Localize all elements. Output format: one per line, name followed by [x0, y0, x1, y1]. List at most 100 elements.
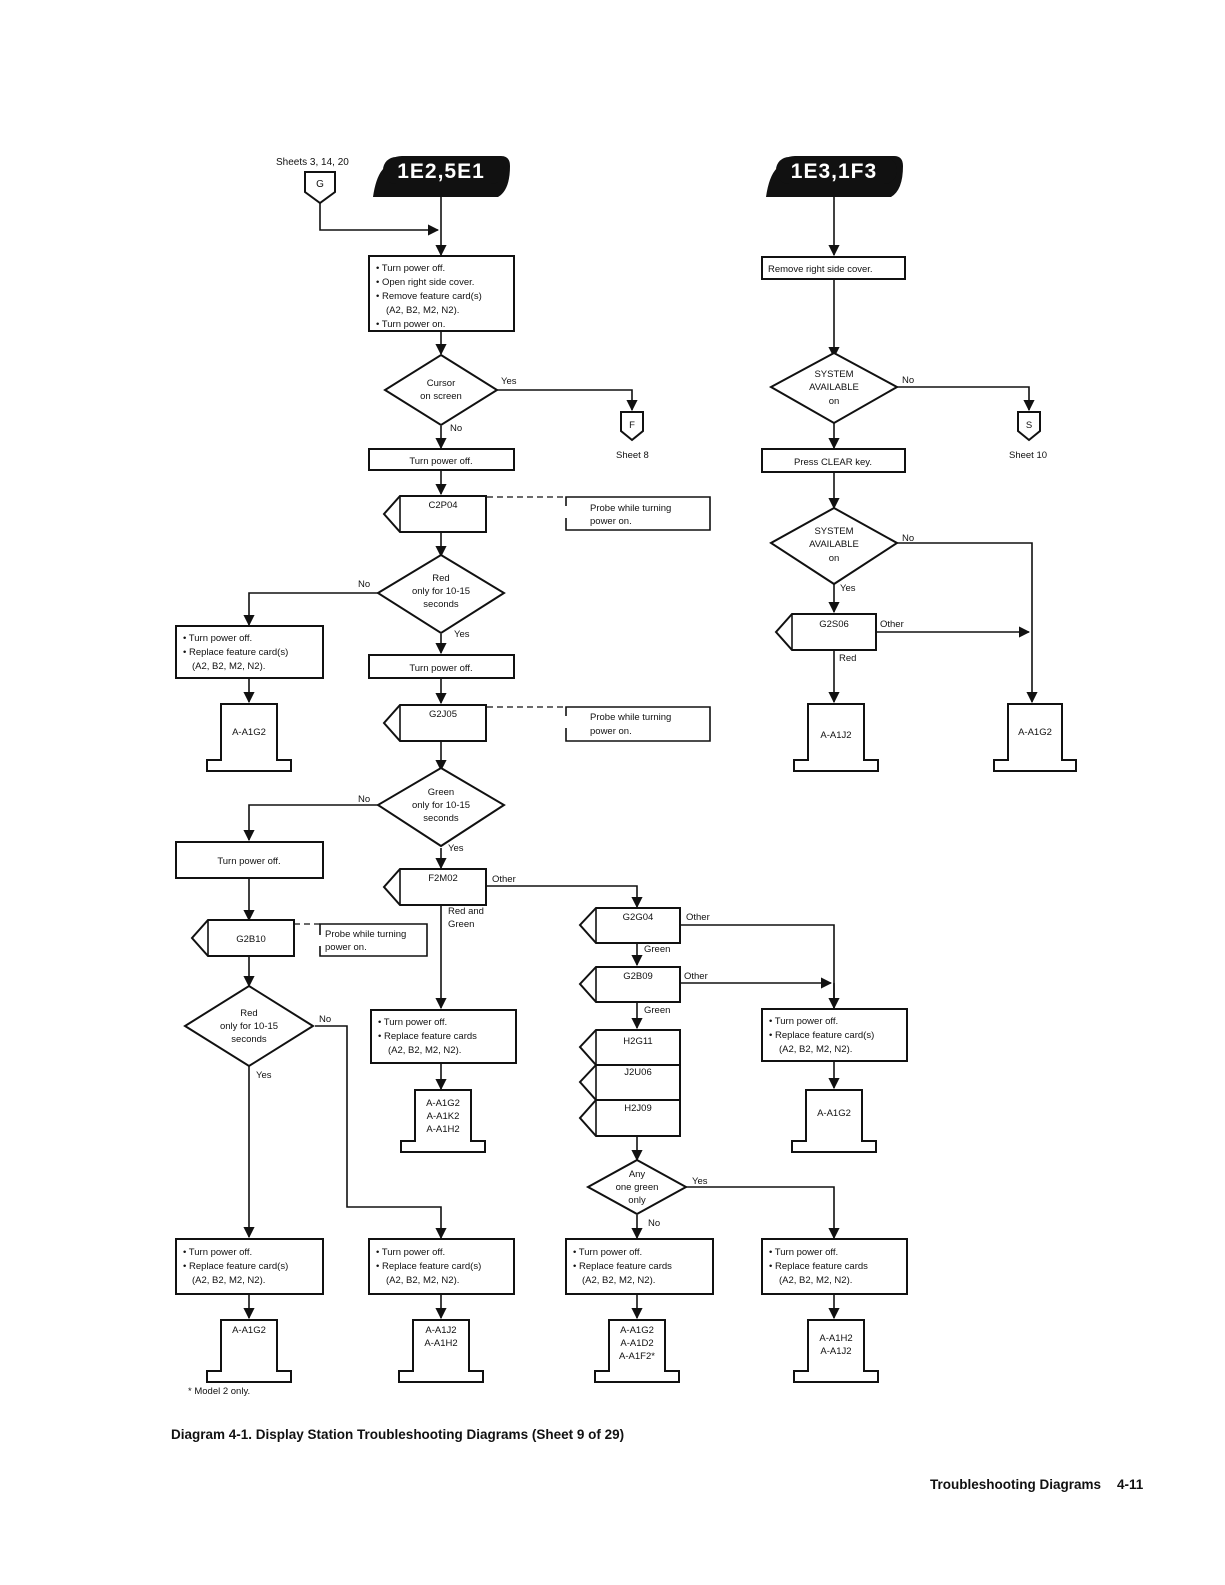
probe-f2m02: F2M02: [382, 868, 487, 906]
svg-text:A-A1H2: A-A1H2: [819, 1333, 852, 1344]
svg-text:Green: Green: [644, 944, 670, 955]
svg-text:on screen: on screen: [420, 391, 462, 402]
step-press-clear: Press CLEAR key.: [761, 448, 906, 473]
probe-g2b10: G2B10: [190, 919, 295, 957]
svg-text:No: No: [319, 1014, 331, 1025]
svg-text:G2G04: G2G04: [623, 912, 654, 923]
svg-text:H2G11: H2G11: [623, 1036, 652, 1047]
svg-text:Green: Green: [428, 787, 454, 798]
svg-text:A-A1G2: A-A1G2: [817, 1108, 851, 1119]
svg-text:(A2, B2, M2, N2).: (A2, B2, M2, N2).: [386, 1275, 459, 1286]
svg-text:• Turn power off.: • Turn power off.: [378, 1017, 447, 1028]
svg-text:(A2, B2, M2, N2).: (A2, B2, M2, N2).: [582, 1275, 655, 1286]
svg-text:A-A1H2: A-A1H2: [424, 1338, 457, 1349]
step-power-off-2: Turn power off.: [368, 654, 515, 679]
svg-text:A-A1J2: A-A1J2: [820, 730, 851, 741]
decision-any-green: Any one green only: [585, 1158, 689, 1216]
offpage-connector-g: G: [304, 171, 336, 205]
svg-text:• Replace feature cards: • Replace feature cards: [573, 1261, 672, 1272]
svg-text:only for 10-15: only for 10-15: [220, 1021, 278, 1032]
svg-text:AVAILABLE: AVAILABLE: [809, 382, 859, 393]
svg-text:(A2, B2, M2, N2).: (A2, B2, M2, N2).: [192, 1275, 265, 1286]
decision-system-1: SYSTEM AVAILABLE on: [768, 351, 900, 425]
step-replace-g: • Turn power off. • Replace feature card…: [761, 1238, 908, 1295]
svg-text:J2U06: J2U06: [624, 1067, 651, 1078]
svg-text:Other: Other: [686, 912, 710, 923]
svg-text:• Turn power off.: • Turn power off.: [769, 1247, 838, 1258]
svg-text:power on.: power on.: [590, 726, 632, 737]
svg-text:one green: one green: [616, 1182, 659, 1193]
card-5: A-A1J2 A-A1H2: [398, 1319, 484, 1383]
sheet-ref-8: Sheet 8: [616, 450, 649, 461]
svg-text:seconds: seconds: [231, 1034, 267, 1045]
probe-note-1: Probe while turning power on.: [565, 496, 711, 531]
terminal-left: 1E2,5E1: [373, 156, 510, 197]
svg-text:G2B10: G2B10: [236, 934, 266, 945]
probe-g2s06: G2S06: [774, 613, 877, 651]
svg-text:Yes: Yes: [501, 376, 517, 387]
svg-text:SYSTEM: SYSTEM: [814, 369, 853, 380]
card-1: A-A1G2: [206, 703, 292, 772]
svg-text:1E3,1F3: 1E3,1F3: [791, 160, 877, 183]
svg-text:• Turn power off.: • Turn power off.: [183, 1247, 252, 1258]
svg-text:A-A1H2: A-A1H2: [426, 1124, 459, 1135]
svg-text:Probe while turning: Probe while turning: [590, 503, 671, 514]
svg-text:A-A1G2: A-A1G2: [620, 1325, 654, 1336]
svg-text:Yes: Yes: [692, 1176, 708, 1187]
offpage-connector-s: S: [1017, 411, 1041, 442]
svg-text:• Replace feature cards: • Replace feature cards: [769, 1261, 868, 1272]
decision-red-2: Red only for 10-15 seconds: [183, 984, 315, 1068]
svg-text:SYSTEM: SYSTEM: [814, 526, 853, 537]
svg-text:AVAILABLE: AVAILABLE: [809, 539, 859, 550]
svg-text:No: No: [358, 579, 370, 590]
decision-red-1: Red only for 10-15 seconds: [376, 553, 506, 635]
svg-text:(A2, B2, M2, N2).: (A2, B2, M2, N2).: [779, 1044, 852, 1055]
svg-text:Yes: Yes: [256, 1070, 272, 1081]
svg-text:power on.: power on.: [325, 942, 367, 953]
svg-text:• Replace feature card(s): • Replace feature card(s): [376, 1261, 481, 1272]
probe-h2g11: H2G11: [578, 1029, 681, 1066]
svg-text:(A2, B2, M2, N2).: (A2, B2, M2, N2).: [192, 661, 265, 672]
card-6: A-A1G2 A-A1D2 A-A1F2*: [594, 1319, 680, 1383]
probe-g2j05: G2J05: [382, 704, 487, 742]
step-replace-b: • Turn power off. • Replace feature card…: [370, 1009, 517, 1064]
svg-text:only for 10-15: only for 10-15: [412, 586, 470, 597]
probe-c2p04: C2P04: [382, 495, 487, 533]
decision-green-1: Green only for 10-15 seconds: [376, 766, 506, 848]
svg-text:No: No: [648, 1218, 660, 1229]
svg-text:on: on: [829, 553, 840, 564]
svg-text:• Turn power off.: • Turn power off.: [769, 1016, 838, 1027]
svg-text:Yes: Yes: [454, 629, 470, 640]
decision-cursor: Cursor on screen: [383, 353, 499, 427]
svg-text:(A2, B2, M2, N2).: (A2, B2, M2, N2).: [388, 1045, 461, 1056]
svg-text:Other: Other: [492, 874, 516, 885]
svg-text:A-A1J2: A-A1J2: [425, 1325, 456, 1336]
svg-text:Yes: Yes: [840, 583, 856, 594]
svg-text:Press CLEAR key.: Press CLEAR key.: [794, 457, 872, 468]
svg-text:• Turn power off.: • Turn power off.: [183, 633, 252, 644]
svg-text:Green: Green: [448, 919, 474, 930]
step-replace-e: • Turn power off. • Replace feature card…: [368, 1238, 515, 1295]
step-remove-cover: Remove right side cover.: [761, 256, 906, 280]
terminal-right: 1E3,1F3: [766, 156, 903, 197]
step-power-off-1: Turn power off.: [368, 448, 515, 471]
probe-g2b09: G2B09: [578, 966, 681, 1003]
svg-text:Red and: Red and: [448, 906, 484, 917]
sheet-ref-entry: Sheets 3, 14, 20: [276, 157, 349, 168]
card-2: A-A1G2: [206, 1319, 292, 1383]
page-number: 4-11: [1117, 1477, 1144, 1492]
card-3: A-A1G2 A-A1K2 A-A1H2: [400, 1089, 486, 1153]
branch-labels: Yes No No Yes No Yes Other Red and Green…: [256, 375, 914, 1229]
svg-text:Red: Red: [839, 653, 856, 664]
svg-text:H2J09: H2J09: [624, 1103, 651, 1114]
svg-text:F: F: [629, 420, 635, 431]
step-replace-f: • Turn power off. • Replace feature card…: [565, 1238, 714, 1295]
svg-text:(A2, B2, M2, N2).: (A2, B2, M2, N2).: [386, 305, 459, 316]
card-7: A-A1H2 A-A1J2: [793, 1319, 879, 1383]
svg-text:A-A1D2: A-A1D2: [620, 1338, 653, 1349]
svg-text:F2M02: F2M02: [428, 873, 458, 884]
svg-text:No: No: [358, 794, 370, 805]
svg-text:• Replace feature card(s): • Replace feature card(s): [183, 1261, 288, 1272]
